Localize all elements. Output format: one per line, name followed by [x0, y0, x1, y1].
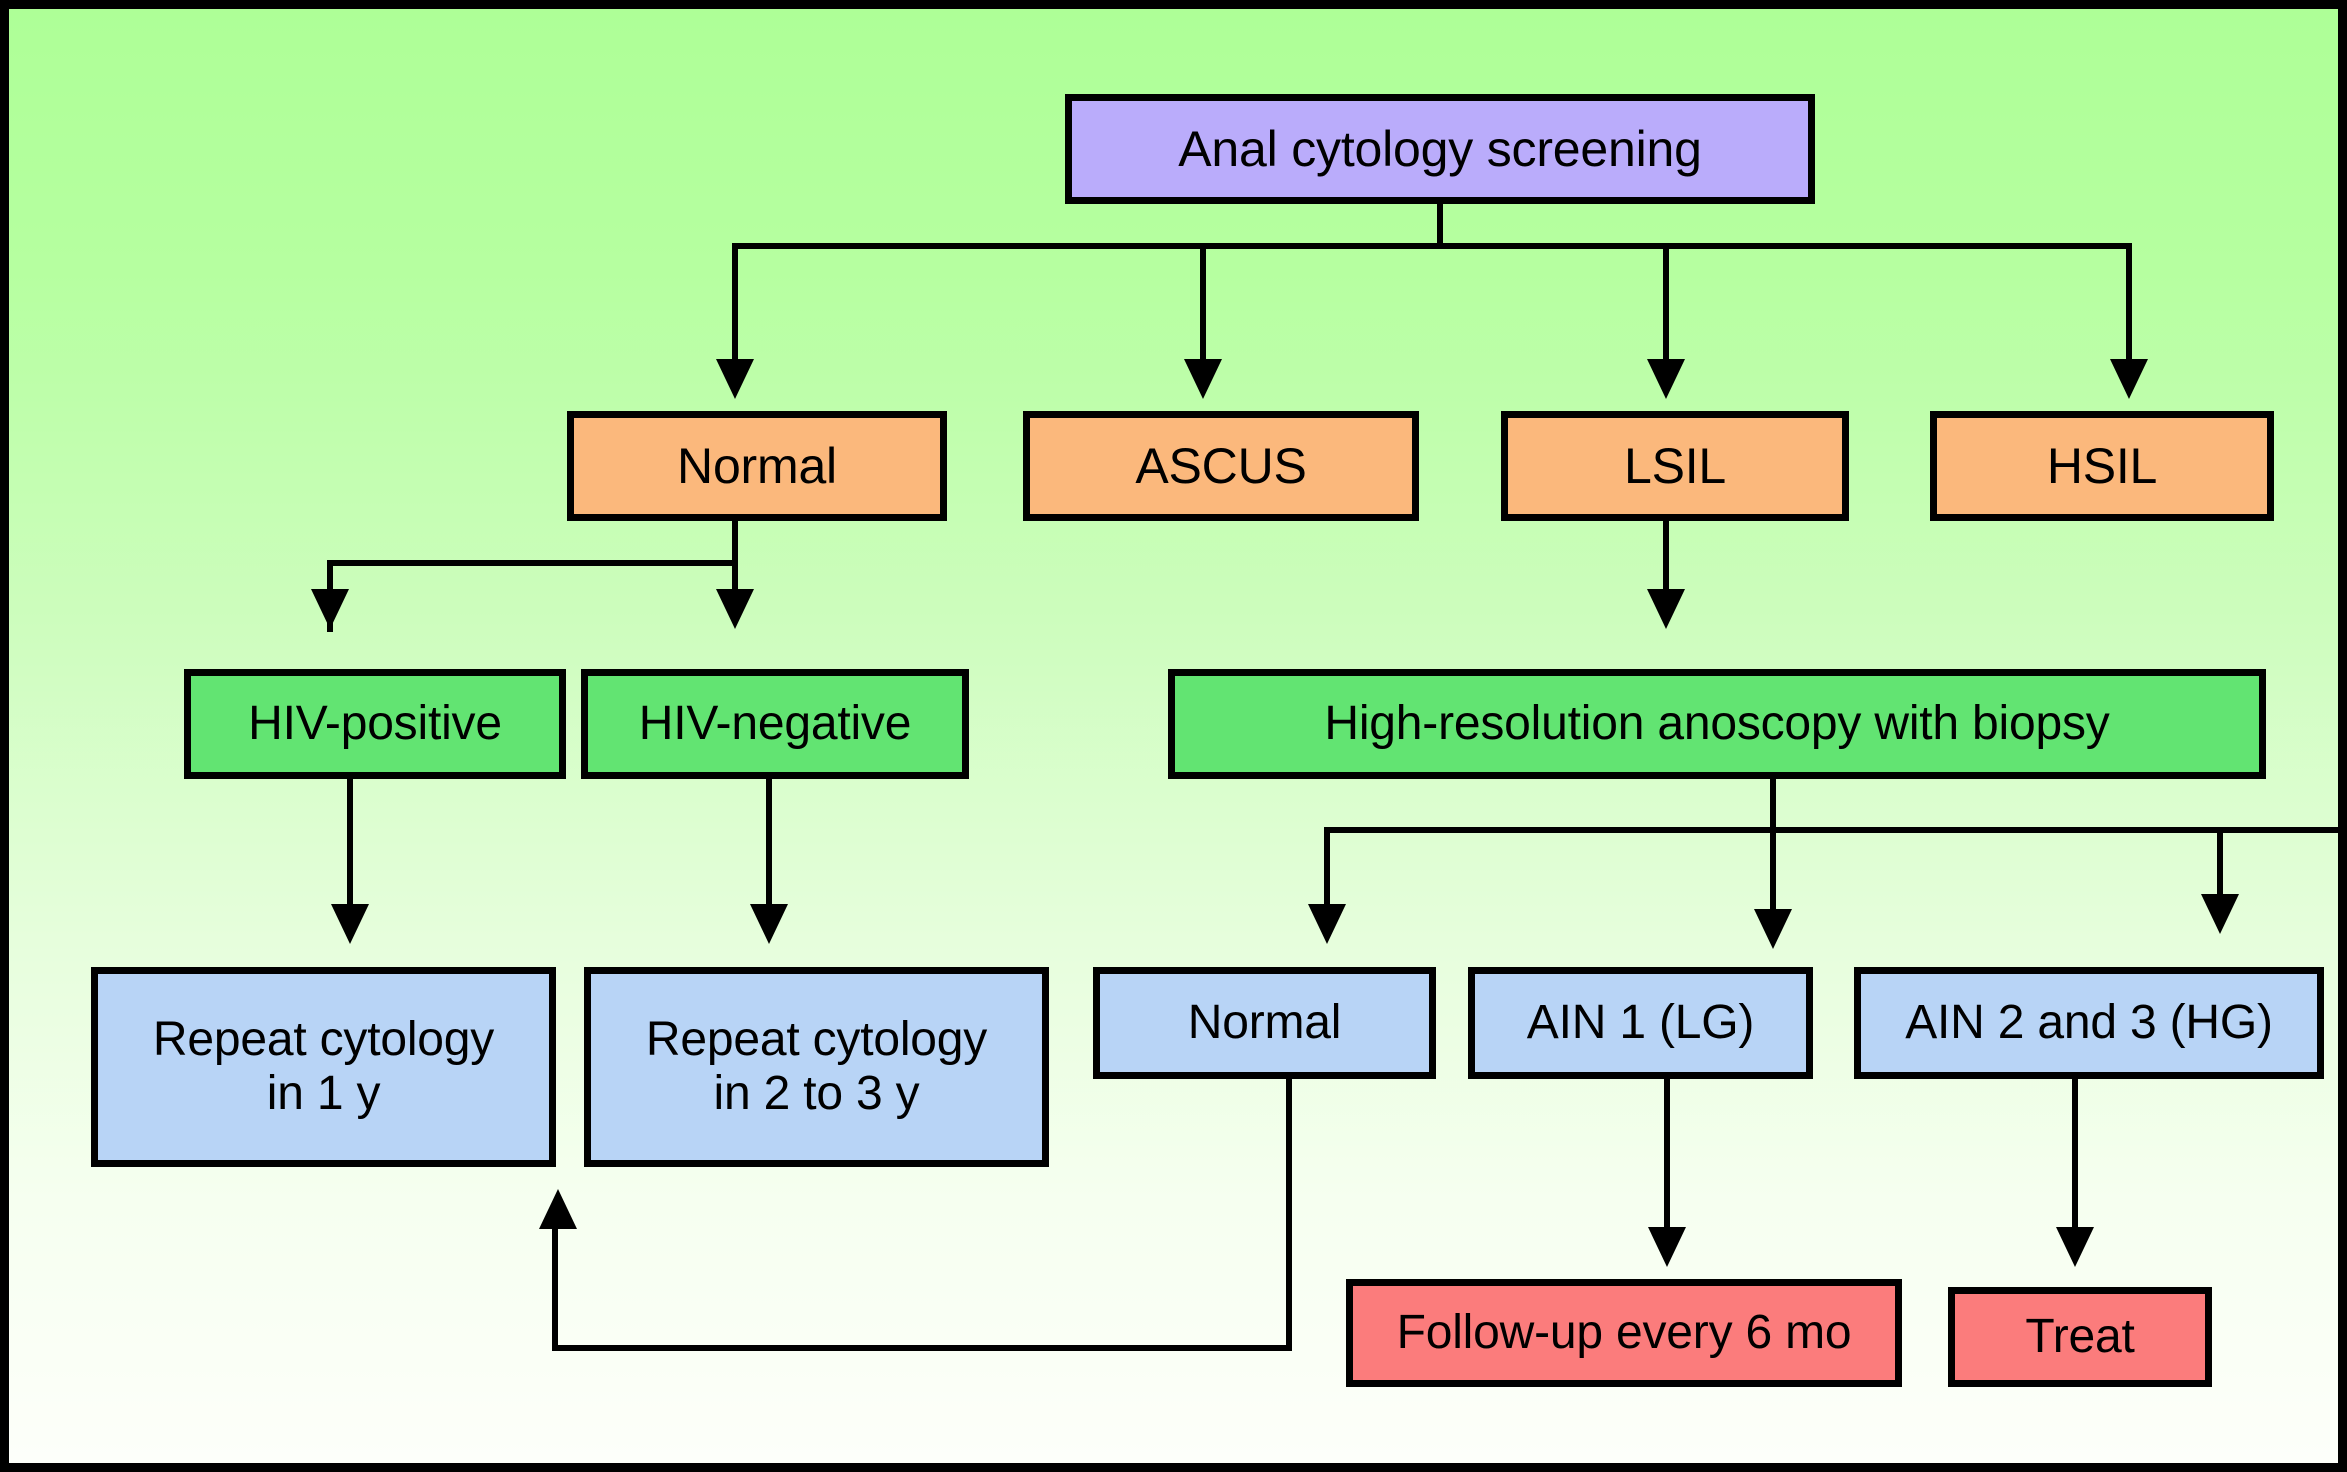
arrowhead-root-to-hsil	[2110, 359, 2148, 399]
arrowhead-root-to-normal	[716, 359, 754, 399]
node-repeat-cytology-2to3y[interactable]: Repeat cytology in 2 to 3 y	[584, 967, 1049, 1167]
connector-biopsynormal-down	[1286, 1079, 1292, 1351]
node-biopsy-normal[interactable]: Normal	[1093, 967, 1436, 1079]
connector-lsil-to-hra	[1663, 521, 1669, 621]
node-anal-cytology-screening[interactable]: Anal cytology screening	[1065, 94, 1815, 204]
connector-root-stem	[1437, 204, 1443, 249]
node-cytology-hsil[interactable]: HSIL	[1930, 411, 2274, 521]
node-ain-1-lg[interactable]: AIN 1 (LG)	[1468, 967, 1813, 1079]
arrowhead-ain23-to-treat	[2056, 1227, 2094, 1267]
arrowhead-hivpos-to-repeat1y	[331, 904, 369, 944]
node-ain-2-and-3-hg[interactable]: AIN 2 and 3 (HG)	[1854, 967, 2324, 1079]
node-repeat-cytology-1y[interactable]: Repeat cytology in 1 y	[91, 967, 556, 1167]
connector-root-to-normal	[732, 243, 738, 363]
connector-root-to-hsil	[2126, 243, 2132, 363]
connector-normal-stem	[732, 521, 738, 621]
node-hiv-negative[interactable]: HIV-negative	[581, 669, 969, 779]
node-cytology-lsil[interactable]: LSIL	[1501, 411, 1849, 521]
arrowhead-normal-to-hivpos	[311, 589, 349, 629]
connector-hra-bus	[1324, 827, 2338, 833]
connector-ain1-to-followup	[1664, 1079, 1670, 1259]
connector-hra-to-ain23	[2217, 827, 2223, 917]
connector-hra-to-ain1	[1770, 827, 1776, 932]
connector-feedback-up	[552, 1224, 558, 1349]
connector-ain23-to-treat	[2072, 1079, 2078, 1259]
arrowhead-root-to-lsil	[1647, 359, 1685, 399]
connector-root-to-lsil	[1663, 243, 1669, 363]
arrowhead-ain1-to-followup	[1648, 1227, 1686, 1267]
connector-hivneg-to-repeat2to3y	[766, 779, 772, 937]
connector-feedback-horizontal	[552, 1345, 1292, 1351]
arrowhead-hivneg-to-repeat2to3y	[750, 904, 788, 944]
connector-hivpos-to-repeat1y	[347, 779, 353, 937]
node-treat[interactable]: Treat	[1948, 1287, 2212, 1387]
node-cytology-normal[interactable]: Normal	[567, 411, 947, 521]
arrowhead-hra-to-ain23	[2201, 894, 2239, 934]
arrowhead-feedback-to-repeat-cytology	[539, 1189, 577, 1229]
arrowhead-normal-to-hivneg	[716, 589, 754, 629]
connector-normal-bus	[327, 560, 738, 566]
connector-hra-to-biopsynormal	[1324, 827, 1330, 922]
node-hiv-positive[interactable]: HIV-positive	[184, 669, 566, 779]
connector-hra-stem	[1770, 779, 1776, 829]
node-cytology-ascus[interactable]: ASCUS	[1023, 411, 1419, 521]
flowchart-background: Anal cytology screening Normal ASCUS LSI…	[9, 9, 2338, 1463]
connector-root-bus	[732, 243, 2132, 249]
arrowhead-hra-to-biopsynormal	[1308, 904, 1346, 944]
arrowhead-hra-to-ain1	[1754, 909, 1792, 949]
arrowhead-lsil-to-hra	[1647, 589, 1685, 629]
node-high-resolution-anoscopy[interactable]: High-resolution anoscopy with biopsy	[1168, 669, 2266, 779]
node-follow-up-every-6-mo[interactable]: Follow-up every 6 mo	[1346, 1279, 1902, 1387]
arrowhead-root-to-ascus	[1184, 359, 1222, 399]
connector-root-to-ascus	[1200, 243, 1206, 363]
